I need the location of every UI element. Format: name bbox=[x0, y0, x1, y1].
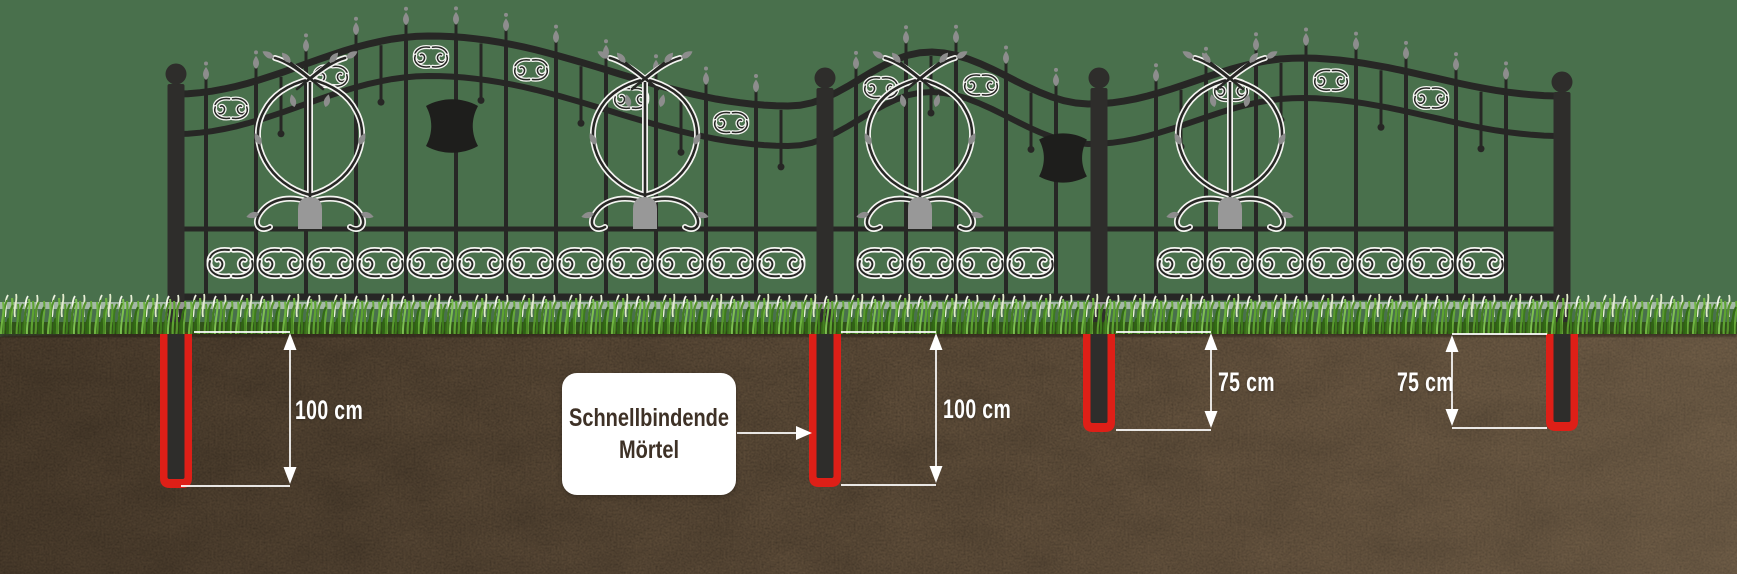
drop-rod-ball bbox=[677, 148, 685, 156]
arrowhead-down-icon bbox=[1204, 411, 1218, 428]
drop-rod-ball bbox=[777, 163, 785, 171]
ornamental-fence-panels bbox=[175, 4, 1562, 301]
mortar-callout-line1: Schnellbindende bbox=[568, 403, 730, 432]
post-bar bbox=[1553, 92, 1571, 422]
fence-post-2 bbox=[809, 67, 841, 487]
soil-cross-section bbox=[0, 327, 1737, 574]
fence-post-4 bbox=[1546, 71, 1578, 431]
mortar-callout-line2: Mörtel bbox=[619, 436, 679, 464]
post-bar bbox=[167, 84, 185, 479]
arrowhead-down-icon bbox=[929, 466, 943, 483]
dimension-post-2-depth bbox=[841, 331, 943, 486]
post-ball-finial-icon bbox=[1088, 67, 1110, 89]
dimension-post-4-depth bbox=[1445, 333, 1547, 429]
depth-label-post-2: 100 cm bbox=[943, 394, 1012, 424]
dimension-post-1-depth bbox=[181, 331, 297, 487]
fence-posts bbox=[160, 63, 1578, 488]
post-ball-finial-icon bbox=[165, 63, 187, 85]
fence-post-3 bbox=[1083, 67, 1115, 432]
post-bar bbox=[816, 88, 834, 478]
depth-label-post-3: 75 cm bbox=[1218, 367, 1275, 397]
callout-arrow bbox=[737, 426, 812, 440]
post-bar bbox=[1090, 88, 1108, 423]
cast-joint-ornament-icon bbox=[426, 99, 478, 153]
drop-rod-ball bbox=[1477, 145, 1485, 153]
mortar-callout-box: Schnellbindende Mörtel bbox=[562, 373, 736, 495]
arrowhead-right-icon bbox=[796, 426, 812, 440]
post-ball-finial-icon bbox=[1551, 71, 1573, 93]
arrowhead-down-icon bbox=[1445, 409, 1459, 426]
depth-label-post-4: 75 cm bbox=[1397, 367, 1454, 397]
arrowhead-up-icon bbox=[283, 333, 297, 350]
arrowhead-up-icon bbox=[929, 333, 943, 350]
drop-rod-ball bbox=[1027, 145, 1035, 153]
drop-rod-ball bbox=[927, 109, 935, 117]
fence-post-1 bbox=[160, 63, 192, 488]
arrowhead-down-icon bbox=[283, 467, 297, 484]
drop-rod-ball bbox=[377, 98, 385, 106]
drop-rod-ball bbox=[477, 96, 485, 104]
arrowhead-up-icon bbox=[1445, 335, 1459, 352]
dimension-post-3-depth bbox=[1116, 331, 1218, 431]
cast-joint-ornament-icon bbox=[1039, 133, 1087, 183]
drop-rod-ball bbox=[577, 119, 585, 127]
arrowhead-up-icon bbox=[1204, 333, 1218, 350]
drop-rod-ball bbox=[1377, 123, 1385, 131]
post-ball-finial-icon bbox=[814, 67, 836, 89]
grass-strip bbox=[0, 293, 1737, 334]
drop-rod-ball bbox=[277, 130, 285, 138]
depth-label-post-1: 100 cm bbox=[295, 395, 364, 425]
